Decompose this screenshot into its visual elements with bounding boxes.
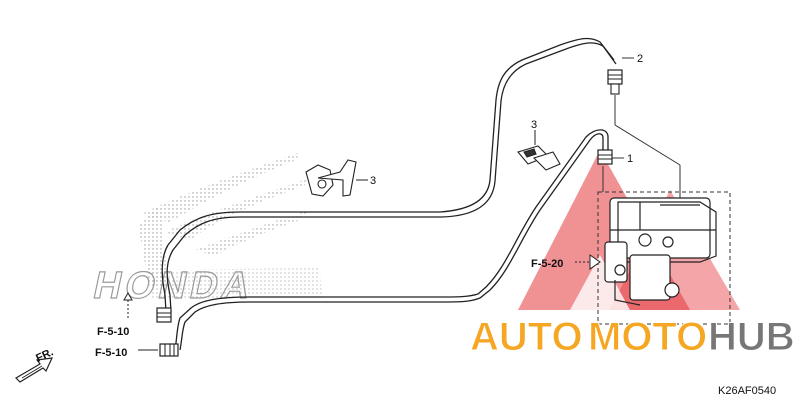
honda-wing-logo: HONDA [89,152,322,308]
watermark-auto: AUTO [470,315,583,359]
abs-modulator [604,197,717,306]
ref-label-lower-left: F-5-10 [95,347,127,359]
watermark-moto: MOTO [588,315,707,359]
front-marker-label: FR. [34,346,55,364]
callout-part-3-middle: 3 [531,119,537,131]
pipe-clamp-middle [517,130,561,171]
flare-nut-top [607,69,623,95]
ref-arrow-modulator [575,254,601,270]
leader-lines [602,57,681,198]
callout-part-2: 2 [637,53,643,65]
watermark-text: AUTO MOTO HUB [470,315,796,360]
brake-pipe-lower [174,129,609,351]
watermark-hub: HUB [708,315,795,359]
diagram-code: K26AF0540 [718,385,776,397]
honda-logo-text: HONDA [90,264,258,307]
pipe-clamp-left [305,159,368,197]
modulator-dashed-box [597,191,731,325]
ref-label-modulator: F-5-20 [531,258,563,270]
brake-pipe-upper [161,37,617,313]
ref-label-upper-left: F-5-10 [97,326,129,338]
ref-arrow-upper-left [123,291,133,320]
flare-nut-left-lower [159,343,179,357]
front-arrow-icon [15,357,54,383]
flare-nut-left-upper [156,307,172,323]
flare-nut-part-1 [597,149,613,165]
callout-part-1: 1 [627,153,633,165]
callout-part-3-left: 3 [370,175,376,187]
